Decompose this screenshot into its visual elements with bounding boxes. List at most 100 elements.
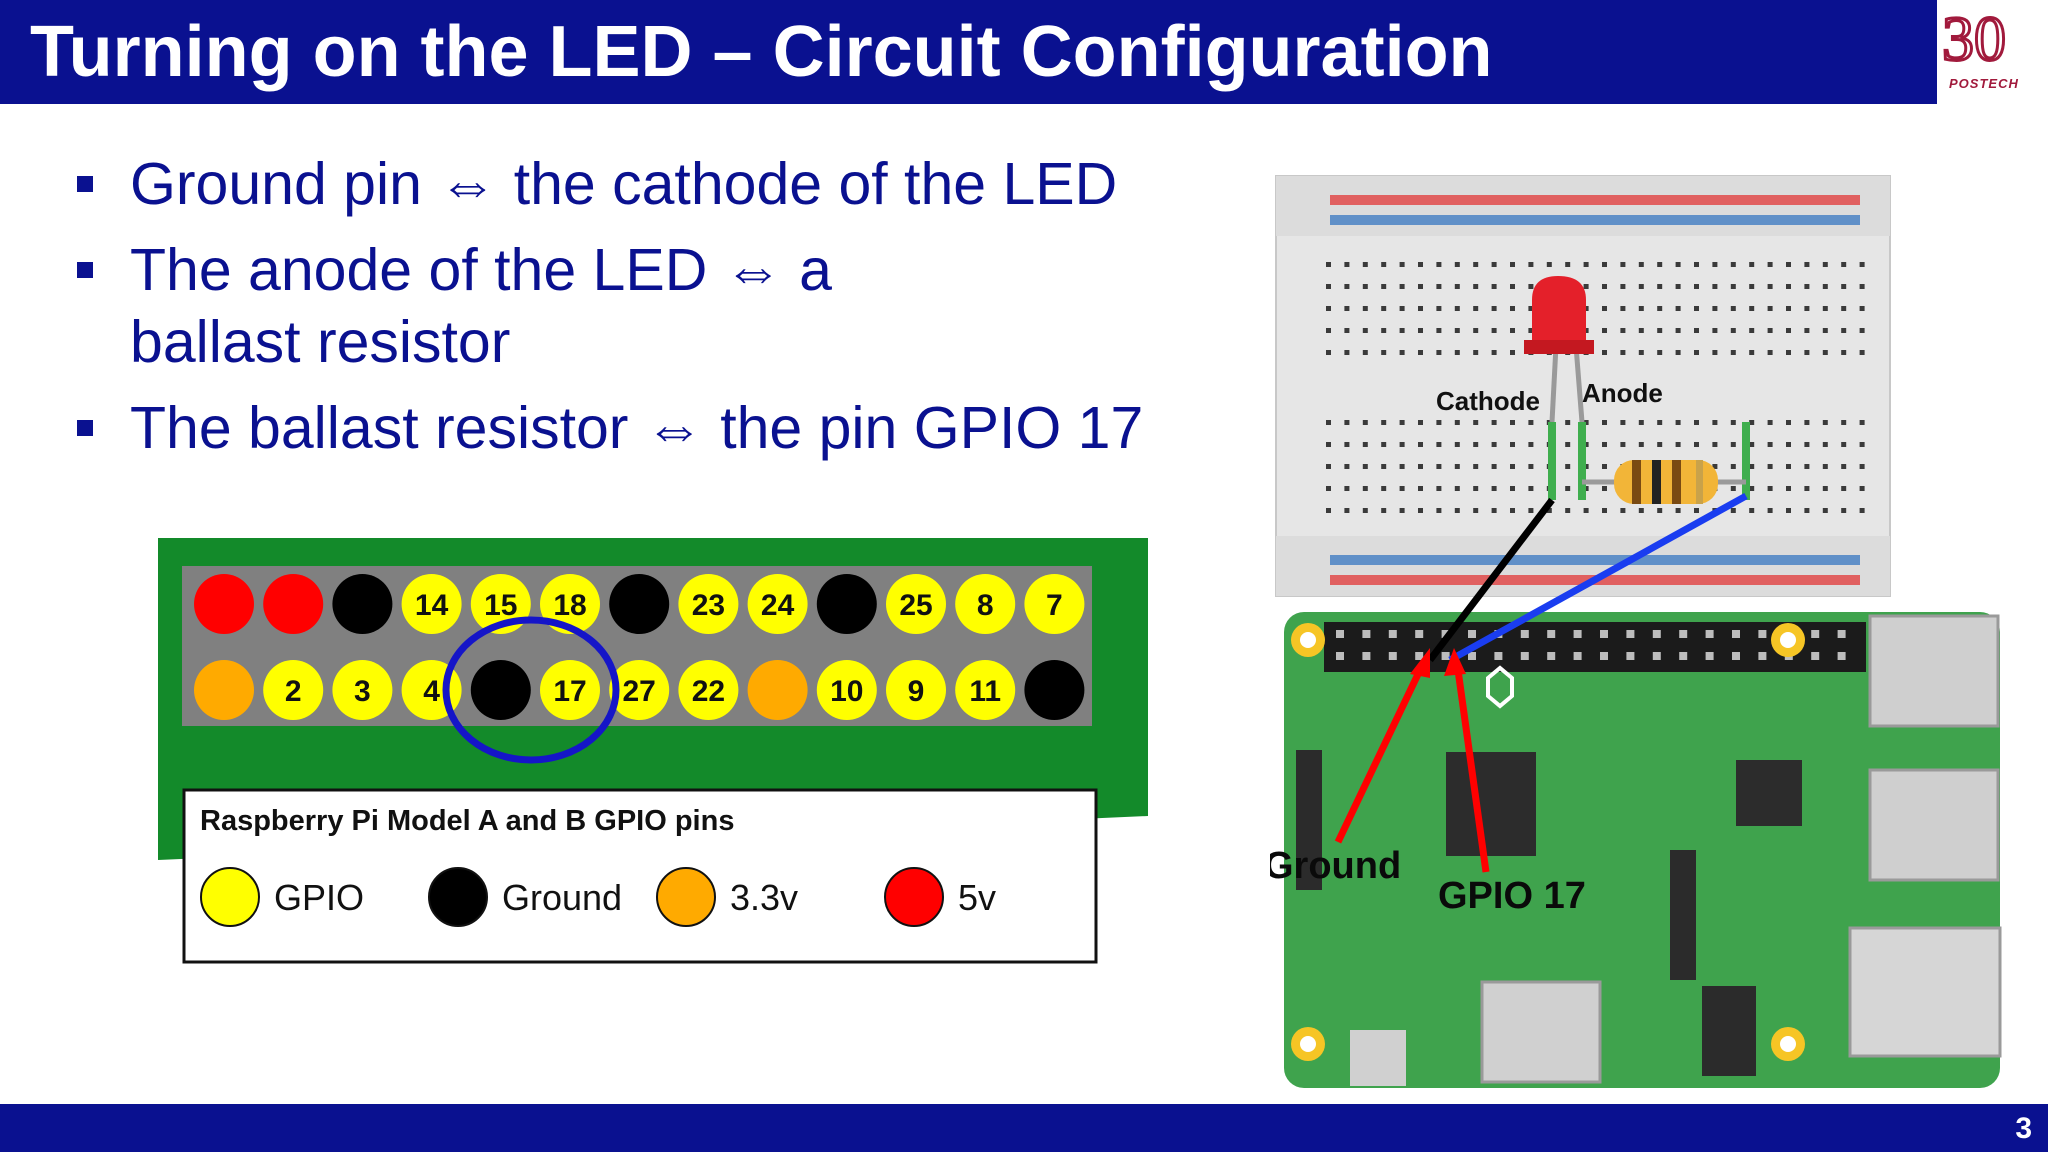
bullet-item: Ground pin ⇔ the cathode of the LED — [72, 148, 1222, 220]
breadboard-hole — [1565, 464, 1571, 469]
display-connector — [1296, 750, 1322, 890]
breadboard-hole — [1454, 420, 1460, 425]
breadboard-hole — [1418, 350, 1423, 355]
breadboard-hole — [1362, 262, 1368, 267]
breadboard-hole — [1583, 508, 1589, 513]
breadboard-hole — [1583, 442, 1589, 447]
breadboard-hole — [1822, 486, 1828, 491]
breadboard-hole — [1675, 306, 1681, 311]
header-pin — [1837, 652, 1846, 660]
breadboard-hole — [1767, 350, 1773, 355]
breadboard-hole — [1859, 350, 1865, 355]
breadboard-hole — [1804, 306, 1810, 311]
legend-label: Ground — [502, 877, 622, 918]
breadboard-hole — [1362, 464, 1368, 469]
pin-number-label: 4 — [423, 675, 440, 708]
breadboard-hole — [1510, 464, 1515, 469]
breadboard-hole — [1620, 306, 1626, 311]
header-pin — [1705, 630, 1714, 638]
gpio-pin — [194, 660, 254, 720]
header-pin — [1758, 630, 1767, 638]
breadboard-hole — [1786, 508, 1791, 513]
breadboard-hole — [1344, 464, 1350, 469]
breadboard-hole — [1638, 442, 1644, 447]
breadboard-hole — [1786, 420, 1791, 425]
breadboard-hole — [1841, 328, 1847, 333]
gpio-pin — [816, 574, 877, 634]
breadboard-hole — [1418, 306, 1423, 311]
breadboard-hole — [1859, 328, 1865, 333]
slide-title: Turning on the LED – Circuit Configurati… — [30, 12, 1493, 92]
gpio-pin — [609, 574, 670, 634]
breadboard-hole — [1399, 306, 1405, 311]
breadboard-hole — [1399, 420, 1405, 425]
breadboard-hole — [1454, 464, 1460, 469]
breadboard-hole — [1381, 486, 1387, 491]
breadboard-hole — [1510, 442, 1515, 447]
breadboard-hole — [1638, 350, 1644, 355]
breadboard-hole — [1344, 306, 1350, 311]
breadboard-hole — [1583, 486, 1589, 491]
raspberry-logo-icon — [1486, 665, 1514, 709]
breadboard-hole — [1436, 420, 1442, 425]
breadboard-hole — [1510, 328, 1515, 333]
breadboard-hole — [1436, 486, 1442, 491]
breadboard-hole — [1344, 442, 1350, 447]
breadboard-hole — [1657, 508, 1663, 513]
breadboard-hole — [1749, 350, 1755, 355]
breadboard-hole — [1694, 442, 1699, 447]
breadboard-hole — [1675, 420, 1681, 425]
power-rail-top — [1276, 176, 1890, 236]
breadboard-hole — [1583, 262, 1589, 267]
breadboard-hole — [1749, 284, 1755, 289]
breadboard-hole — [1786, 442, 1791, 447]
breadboard-hole — [1528, 508, 1534, 513]
gpio-pin — [747, 660, 808, 720]
breadboard-hole — [1822, 508, 1828, 513]
header-pin — [1520, 652, 1529, 660]
header-pin — [1811, 630, 1820, 638]
breadboard-hole — [1491, 262, 1497, 267]
breadboard-hole — [1638, 262, 1644, 267]
breadboard-hole — [1399, 508, 1405, 513]
breadboard-hole — [1675, 284, 1681, 289]
breadboard-hole — [1510, 306, 1515, 311]
breadboard-hole — [1454, 262, 1460, 267]
breadboard-hole — [1730, 464, 1736, 469]
legend-swatch — [428, 867, 488, 927]
breadboard-hole — [1326, 486, 1331, 491]
breadboard-hole — [1473, 306, 1479, 311]
breadboard-hole — [1730, 442, 1736, 447]
gpio-pin — [263, 574, 324, 634]
ethernet-port — [1848, 926, 2002, 1058]
breadboard-hole — [1602, 262, 1607, 267]
breadboard-hole — [1491, 350, 1497, 355]
breadboard-hole — [1767, 442, 1773, 447]
breadboard-hole — [1565, 442, 1571, 447]
resistor-band — [1672, 460, 1681, 504]
breadboard-hole — [1381, 420, 1387, 425]
bullet-text: Ground pin ⇔ the cathode of the LED — [130, 151, 1118, 217]
breadboard-hole — [1804, 262, 1810, 267]
gpio-pin — [540, 574, 600, 634]
breadboard-hole — [1362, 486, 1368, 491]
breadboard-hole — [1362, 284, 1368, 289]
breadboard-hole — [1602, 306, 1607, 311]
header-pin — [1652, 652, 1661, 660]
header-pin — [1573, 652, 1582, 660]
breadboard-hole — [1362, 328, 1368, 333]
breadboard-hole — [1418, 284, 1423, 289]
breadboard-hole — [1546, 508, 1552, 513]
header-pin — [1573, 630, 1582, 638]
breadboard-hole — [1804, 284, 1810, 289]
breadboard-hole — [1602, 442, 1607, 447]
breadboard-hole — [1859, 306, 1865, 311]
breadboard-hole — [1510, 486, 1515, 491]
pin-number-label: 22 — [692, 675, 725, 708]
bullet-text: The ballast resistor ⇔ the pin GPIO 17 — [130, 395, 1144, 461]
breadboard-hole — [1491, 328, 1497, 333]
breadboard-hole — [1712, 442, 1718, 447]
